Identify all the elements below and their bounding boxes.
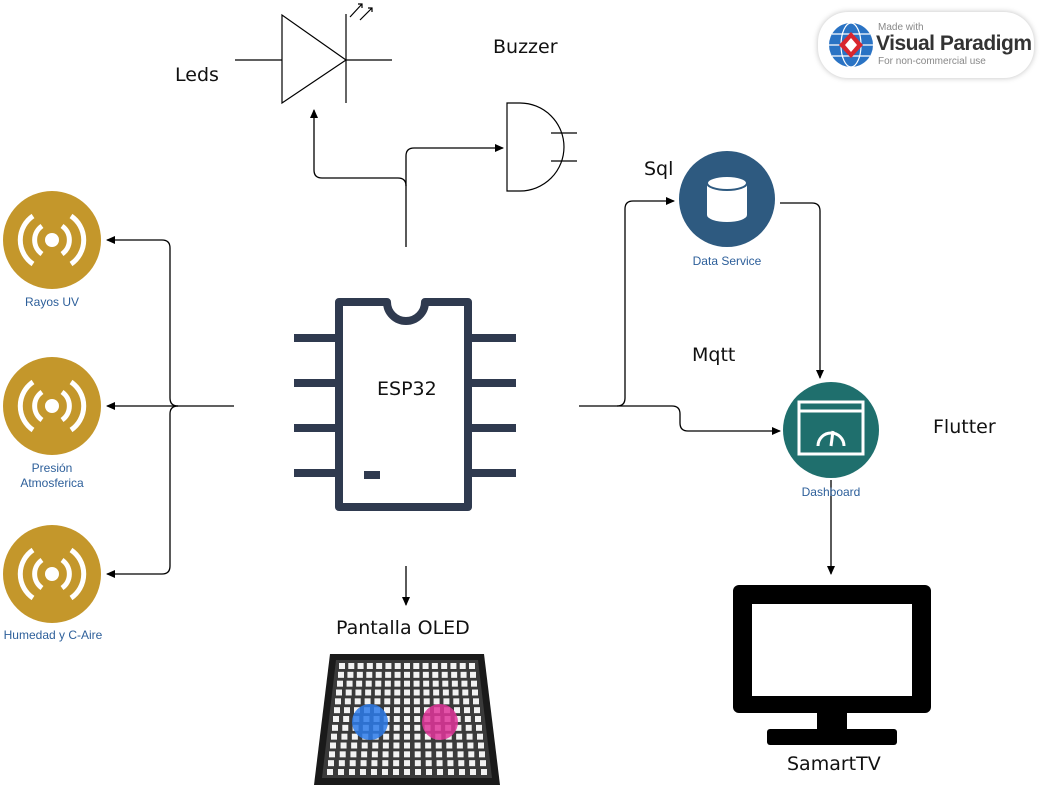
led-matrix-icon [314,654,500,785]
esp32-label: ESP32 [377,378,437,400]
chip-icon [294,298,516,511]
diode-led-icon [235,3,392,105]
mqtt-label: Mqtt [692,344,736,366]
watermark-line2: Visual Paradigm [876,32,1032,55]
flutter-label: Flutter [933,416,996,438]
buzzer-gate-icon [506,102,577,192]
rayos-uv-caption: Rayos UV [24,295,80,309]
connector-lines [106,109,835,606]
pantalla-oled-label: Pantalla OLED [336,617,470,639]
leds-label: Leds [175,64,219,86]
humedad-caption: Humedad y C-Aire [3,628,103,642]
visual-paradigm-watermark: Made with Visual Paradigm For non-commer… [818,12,1034,78]
sensor-icon [3,357,101,455]
sensor-icon [3,191,101,289]
sensor-icon [3,525,101,623]
watermark-line3: For non-commercial use [878,56,986,67]
samarttv-label: SamartTV [787,753,881,775]
buzzer-label: Buzzer [493,36,558,58]
dashboard-gauge-icon [783,382,879,478]
data-service-caption: Data Service [692,254,762,268]
presion-caption-line2: Atmosferica [20,476,84,490]
sql-label: Sql [644,158,674,180]
monitor-icon [733,585,931,745]
dashboard-caption: Dashboard [801,485,861,499]
visual-paradigm-logo-icon [829,22,873,68]
database-icon [679,151,775,247]
presion-caption-line1: Presión [31,461,73,475]
watermark-line1: Made with [878,22,924,33]
